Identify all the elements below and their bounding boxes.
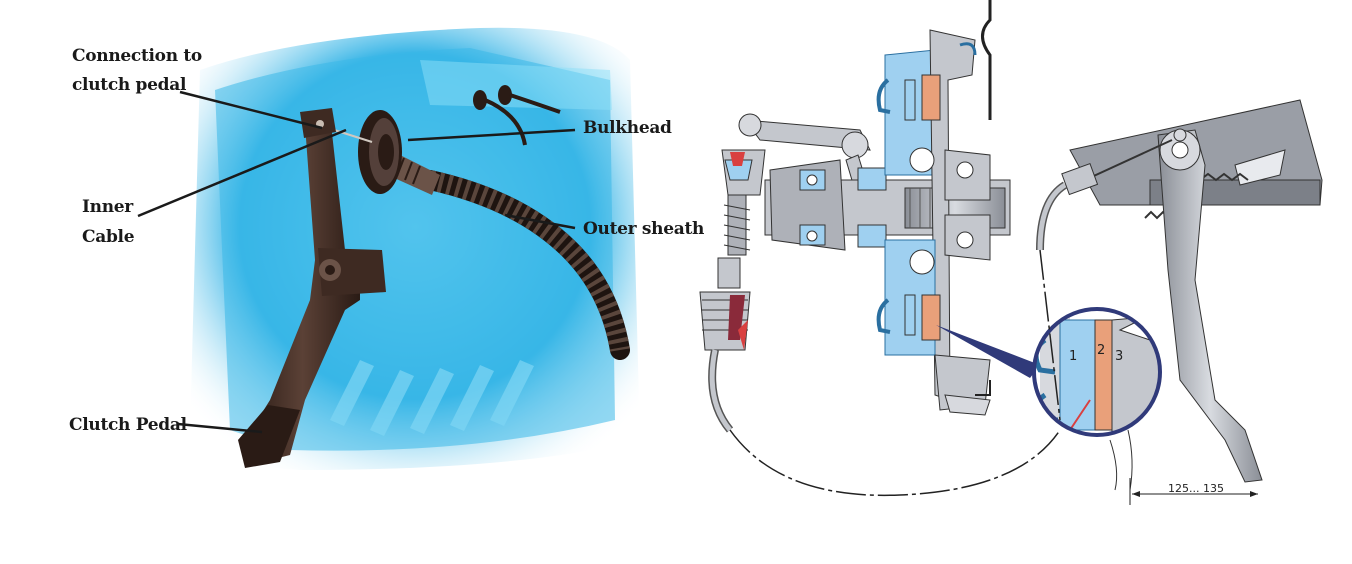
label-bulkhead: Bulkhead — [583, 118, 672, 138]
clutch-cross-section — [699, 0, 1061, 497]
label-connection-line2: clutch pedal — [72, 75, 187, 95]
label-connection-line1: Connection to — [72, 46, 202, 66]
label-inner-line2: Cable — [82, 227, 135, 247]
dimension-label: 125... 135 — [1168, 482, 1224, 495]
label-outer-sheath: Outer sheath — [583, 219, 705, 239]
detail-magnifier — [1032, 307, 1162, 437]
label-inner-line1: Inner — [82, 197, 133, 217]
right-pedal-drawing — [1036, 99, 1323, 505]
left-cable-illustration — [137, 27, 640, 471]
detail-part-2: 2 — [1097, 343, 1106, 358]
label-clutch-pedal: Clutch Pedal — [69, 415, 187, 435]
detail-part-1: 1 — [1069, 349, 1078, 364]
detail-part-3: 3 — [1115, 349, 1124, 364]
